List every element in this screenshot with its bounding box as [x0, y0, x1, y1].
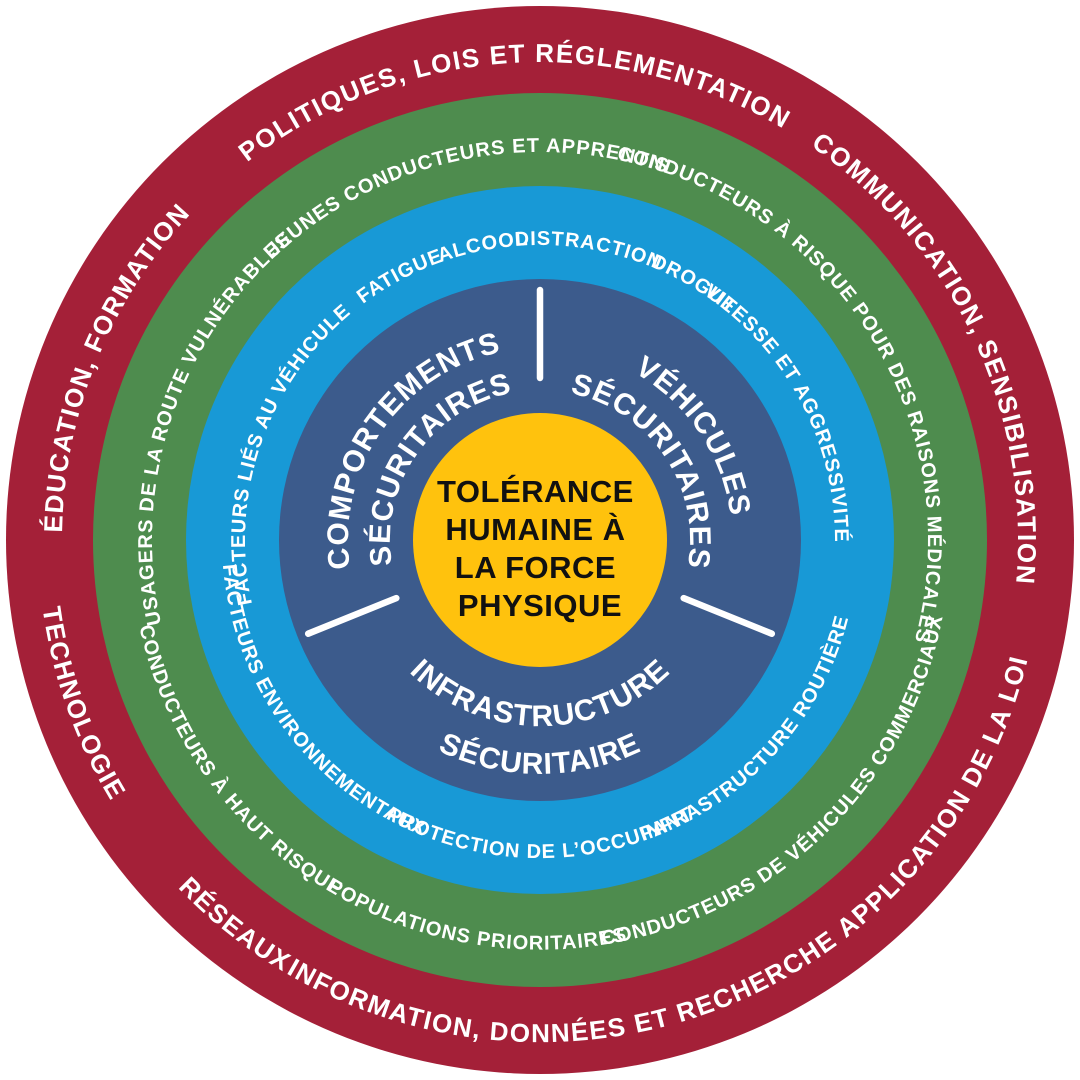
pillar-divider-bottom-left — [304, 594, 400, 637]
pillar-divider-bottom-right — [680, 594, 776, 637]
center-label: TOLÉRANCE HUMAINE À LA FORCE PHYSIQUE — [437, 474, 643, 623]
center-circle — [413, 413, 667, 667]
center-label-line2: HUMAINE À — [445, 512, 625, 547]
center-label-line1: TOLÉRANCE — [437, 474, 634, 509]
center-label-line4: PHYSIQUE — [458, 588, 622, 623]
center-label-line3: LA FORCE — [455, 550, 616, 585]
